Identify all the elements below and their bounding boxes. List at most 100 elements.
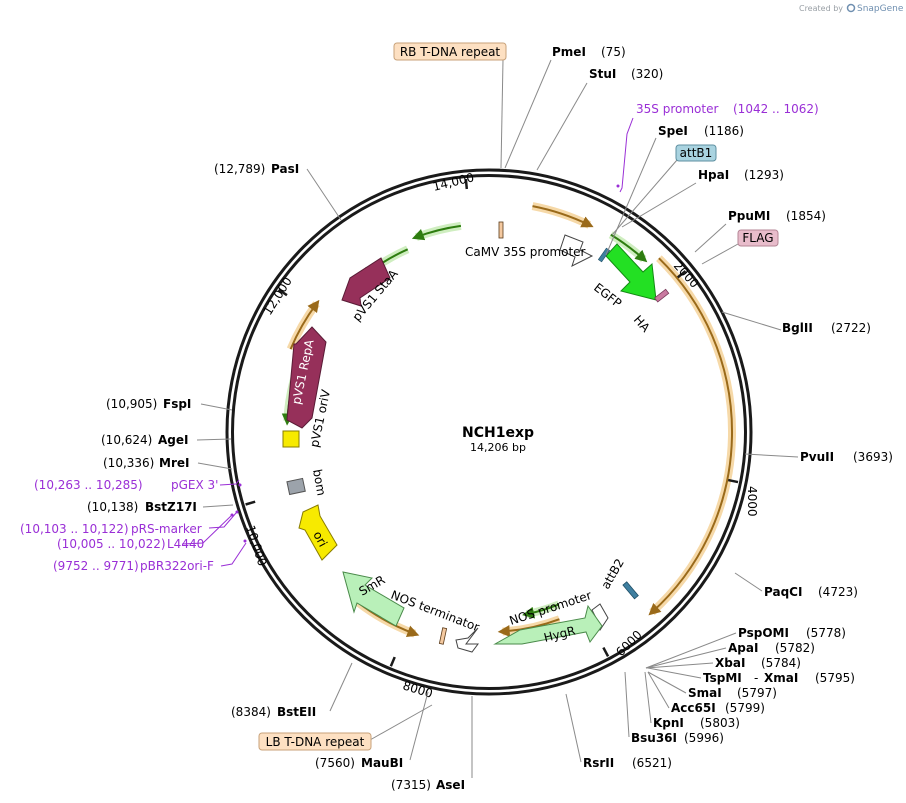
svg-text:(2722): (2722) (831, 321, 871, 335)
svg-text:(8384): (8384) (231, 705, 271, 719)
rb-marker (498, 221, 504, 239)
egfp-feature[interactable]: EGFP (591, 243, 657, 310)
ori-label: ori (310, 529, 330, 549)
camv-35s-label: CaMV 35S promoter (465, 245, 586, 259)
svg-text:(6521): (6521) (632, 756, 672, 770)
primer-leader (220, 542, 247, 567)
svg-text:MreI: MreI (159, 456, 189, 470)
svg-text:(5795): (5795) (815, 671, 855, 685)
svg-text:(10,103 .. 10,122): (10,103 .. 10,122) (20, 522, 129, 536)
tick-mark (464, 178, 469, 190)
svg-text:(9752 .. 9771): (9752 .. 9771) (53, 559, 139, 573)
enzyme-asei[interactable]: (7315) AseI (391, 778, 465, 792)
svg-text:FspI: FspI (163, 397, 191, 411)
ori-feature[interactable]: ori (298, 504, 338, 561)
leader-lines (181, 59, 799, 778)
enzyme-pvuii[interactable]: PvuII (3693) (800, 450, 893, 464)
pvs1-repa-feature[interactable]: pVS1 RepA (286, 326, 327, 429)
flag-ha-marker (654, 288, 670, 303)
orf-arc (532, 205, 594, 228)
svg-text:SmaI: SmaI (688, 686, 722, 700)
svg-text:(1186): (1186) (704, 124, 744, 138)
primer-leader (208, 512, 237, 529)
svg-text:MauBI: MauBI (361, 756, 403, 770)
enzyme-bglii[interactable]: BglII (2722) (782, 321, 871, 335)
svg-text:(12,789): (12,789) (214, 162, 265, 176)
primer-site (230, 513, 234, 517)
ha-label: HA (631, 313, 653, 336)
leader-line (504, 59, 552, 169)
orf-arc (289, 299, 320, 350)
enzyme-spei[interactable]: SpeI (1186) (658, 124, 744, 138)
camv-35s-promoter-feature[interactable]: CaMV 35S promoter (465, 234, 594, 267)
leader-line (329, 662, 353, 712)
leader-line (500, 59, 504, 169)
nos-terminator-feature[interactable]: NOS terminator (389, 588, 481, 653)
enzyme-stui[interactable]: StuI (320) (589, 67, 663, 81)
svg-text:PspOMI: PspOMI (738, 626, 789, 640)
leader-line (734, 572, 763, 592)
leader-line (645, 647, 727, 669)
svg-text:PmeI: PmeI (552, 45, 586, 59)
enzyme-fspi[interactable]: (10,905) FspI (106, 397, 191, 411)
flag-label[interactable]: FLAG (737, 229, 779, 247)
enzyme-maubi[interactable]: (7560) MauBI (315, 756, 403, 770)
primer-prs-marker[interactable]: (10,103 .. 10,122) pRS-marker (20, 522, 202, 536)
svg-text:Created by: Created by (799, 4, 843, 13)
svg-text:(1293): (1293) (744, 168, 784, 182)
leader-line (624, 671, 630, 738)
svg-text:(7315): (7315) (391, 778, 431, 792)
enzyme-pasi[interactable]: (12,789) PasI (214, 162, 299, 176)
orf-arc (648, 257, 734, 616)
enzyme-xbai[interactable]: XbaI (5784) (715, 656, 801, 670)
enzyme-paqci[interactable]: PaqCI (4723) (764, 585, 858, 599)
svg-text:LB T-DNA repeat: LB T-DNA repeat (266, 735, 365, 749)
enzyme-acc65i[interactable]: Acc65I (5799) (671, 701, 765, 715)
enzyme-pmei[interactable]: PmeI (75) (552, 45, 626, 59)
enzyme-kpni[interactable]: KpnI (5803) (653, 716, 740, 730)
attb2-feature[interactable]: attB2 (598, 556, 639, 600)
svg-text:XmaI: XmaI (764, 671, 798, 685)
leader-line (644, 671, 652, 724)
svg-text:(10,624): (10,624) (101, 433, 152, 447)
rb-tdna-label[interactable]: RB T-DNA repeat (393, 42, 507, 61)
plasmid-size: 14,206 bp (470, 441, 526, 454)
svg-text:(5803): (5803) (700, 716, 740, 730)
orf-arc (497, 618, 560, 638)
enzyme-smai[interactable]: SmaI (5797) (688, 686, 777, 700)
leader-line (369, 704, 433, 741)
svg-text:(5778): (5778) (806, 626, 846, 640)
enzyme-bsu36i[interactable]: Bsu36I (5996) (631, 731, 724, 745)
enzyme-mrei[interactable]: (10,336) MreI (103, 456, 189, 470)
enzyme-bstz17i[interactable]: (10,138) BstZ17I (87, 500, 197, 514)
primer-site (243, 539, 247, 543)
svg-text:pRS-marker: pRS-marker (131, 522, 202, 536)
enzyme-pspomi[interactable]: PspOMI (5778) (738, 626, 846, 640)
pvs1-staa-feature[interactable]: pVS1 StaA (341, 257, 401, 324)
primer-pgex-3[interactable]: (10,263 .. 10,285) pGEX 3' (34, 478, 218, 492)
svg-text:HpaI: HpaI (698, 168, 729, 182)
lb-tdna-label[interactable]: LB T-DNA repeat (258, 732, 372, 751)
svg-text:SpeI: SpeI (658, 124, 688, 138)
primer-pbr322ori-f[interactable]: (9752 .. 9771) pBR322ori-F (53, 559, 214, 573)
enzyme-agei[interactable]: (10,624) AgeI (101, 433, 188, 447)
enzyme-tspmi-xmai[interactable]: TspMI - XmaI (5795) (703, 671, 855, 685)
bom-feature[interactable]: bom (286, 468, 329, 497)
attb1-label[interactable]: attB1 (675, 144, 717, 162)
svg-text:RsrII: RsrII (583, 756, 614, 770)
primer-l4440[interactable]: (10,005 .. 10,022) L4440 (57, 537, 204, 551)
enzyme-apai[interactable]: ApaI (5782) (728, 641, 815, 655)
primer-35s-promoter[interactable]: 35S promoter (1042 .. 1062) (636, 102, 819, 116)
tick-mark (277, 288, 288, 297)
tick-mark (676, 270, 687, 279)
snapgene-credit: Created by SnapGene (799, 3, 904, 14)
svg-text:PaqCI: PaqCI (764, 585, 802, 599)
leader-line (611, 159, 678, 236)
enzyme-hpai[interactable]: HpaI (1293) (698, 168, 784, 182)
enzyme-rsrii[interactable]: RsrII (6521) (583, 756, 672, 770)
enzyme-bsteii[interactable]: (8384) BstEII (231, 705, 316, 719)
enzyme-ppumi[interactable]: PpuMI (1854) (728, 209, 826, 223)
tick-label: 10,000 (243, 524, 269, 568)
leader-line (605, 137, 657, 256)
